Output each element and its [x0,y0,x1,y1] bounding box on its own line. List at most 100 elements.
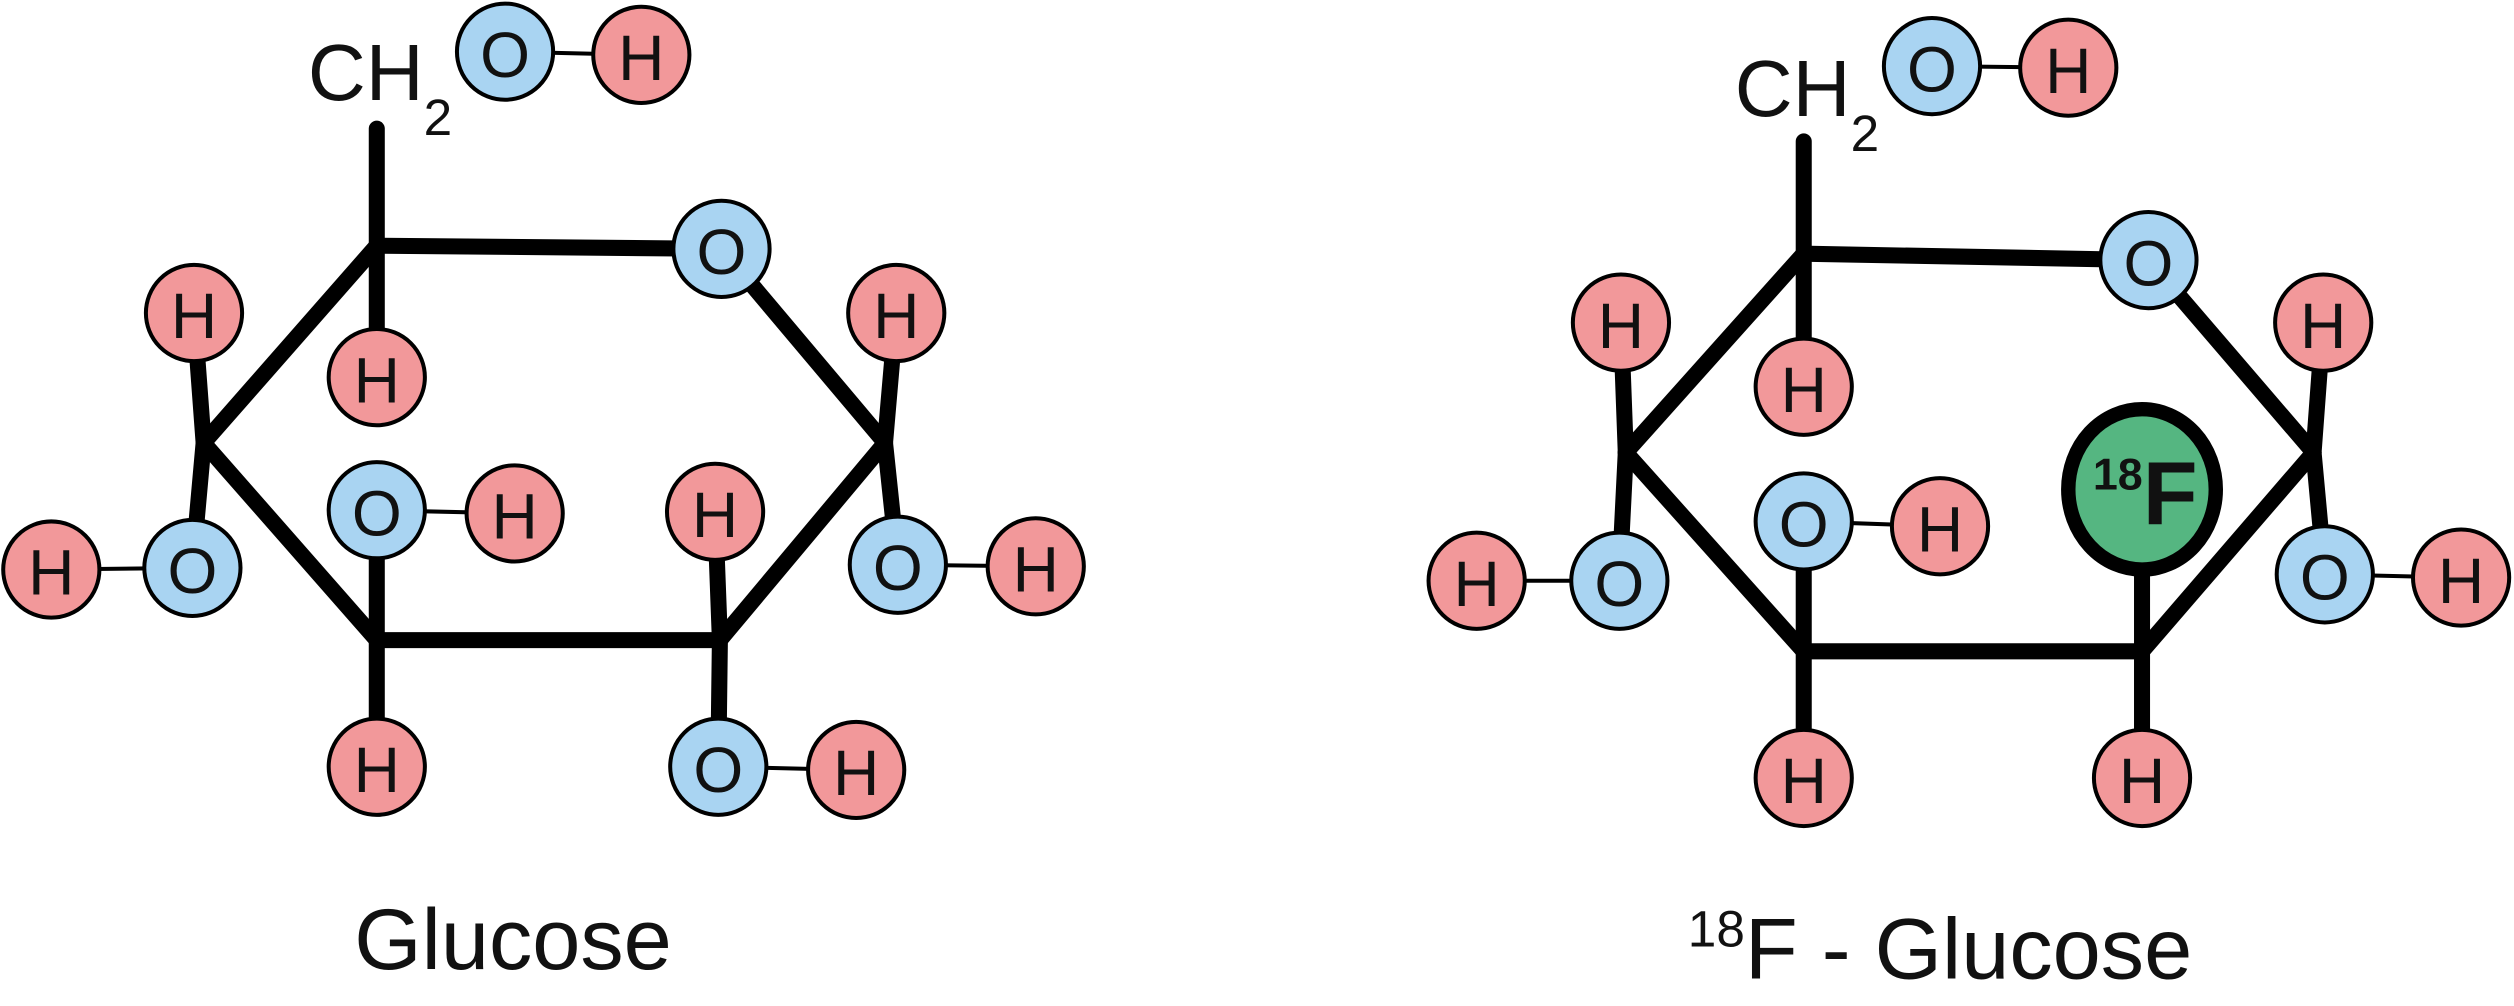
ring-oxygen-circle [2098,209,2199,311]
o-atom: O [1569,530,1670,631]
fluorine-symbol: 18F [2093,445,2198,545]
fluorine-18-atom: 18F [2061,401,2223,577]
o-atom-symbol: O [693,734,743,806]
ring-bond [1617,245,1812,461]
ring-bond [368,237,730,257]
h-atom: H [1570,272,1672,373]
ch2-label: CH2 [1735,43,1879,162]
h-atom: H [143,262,245,364]
ring-bond [195,237,385,451]
o-atom-symbol: O [480,19,530,91]
ring-oxygen: O [671,198,772,299]
h-atom-circle [464,463,565,564]
h-atom: H [2273,272,2374,373]
ring-oxygen-symbol: O [697,216,747,288]
h-atom-circle [985,516,1086,617]
h-atom-circle [591,4,692,105]
fdg-title: 18F - Glucose [1688,900,2192,997]
ring-bond [2134,444,2322,660]
h-atom-symbol: H [1917,493,1963,565]
h-atom: H [326,327,427,428]
o-atom-circle [1753,471,1854,572]
h-atom-circle [806,719,907,821]
h-atom-circle [1570,272,1672,373]
o-atom-circle [1881,15,1983,117]
o-atom-circle [847,514,948,615]
h-atom-circle [326,327,427,428]
h-atom-symbol: H [28,537,74,609]
fluorine-circle [2061,401,2223,577]
h-atom-circle [1889,476,1991,577]
ring-oxygen-symbol: O [2123,227,2173,299]
ch2-label: CH2 [308,27,452,146]
o-atom-circle [2274,524,2375,625]
h-atom-circle [143,262,245,364]
h-atom-circle [2273,272,2374,373]
o-atom-circle [1569,530,1670,631]
o-atom-circle [142,517,243,619]
h-atom-symbol: H [2119,745,2165,817]
h-atom-circle [2410,527,2512,628]
ring-bond [711,434,894,649]
h-atom: H [1889,476,1991,577]
o-atom-symbol: O [167,535,217,607]
o-atom-symbol: O [352,477,402,549]
h-atom-circle [1753,727,1854,829]
o-atom-symbol: O [1907,33,1957,105]
h-atom: H [1426,530,1527,631]
h-atom-circle [2018,17,2119,118]
o-atom: O [2274,524,2375,625]
h-atom-symbol: H [692,479,738,551]
ring-oxygen-circle [671,198,772,299]
h-atom-circle [326,716,427,817]
o-atom: O [668,716,769,817]
h-atom: H [2091,727,2193,829]
o-atom-circle [454,1,556,102]
o-atom: O [326,460,427,561]
o-atom-symbol: O [1594,548,1644,620]
h-atom: H [326,716,427,817]
glucose-title: Glucose [354,892,672,988]
h-atom: H [1753,727,1854,829]
h-atom: H [464,463,565,564]
o-atom-symbol: O [2300,542,2350,614]
h-atom-symbol: H [2045,35,2091,107]
h-atom-symbol: H [833,737,879,809]
h-atom-symbol: H [1781,354,1827,426]
h-atom: H [2410,527,2512,628]
h-atom: H [806,719,907,821]
o-atom-symbol: O [873,532,923,604]
h-atom-symbol: H [354,734,400,806]
h-atom-symbol: H [1598,290,1644,362]
h-atom: H [664,461,766,562]
o-atom: O [454,1,556,102]
o-atom-symbol: O [1779,489,1829,561]
h-atom-circle [1753,336,1854,437]
ring-bond [1617,444,1812,660]
h-atom-symbol: H [2438,545,2484,617]
h-atom-symbol: H [492,481,538,553]
h-atom-symbol: H [2300,290,2346,362]
h-atom-symbol: H [1453,548,1499,620]
h-atom-symbol: H [1781,745,1827,817]
h-atom-symbol: H [171,280,217,352]
h-atom-circle [2091,727,2193,829]
h-atom-symbol: H [1013,534,1059,606]
h-atom-circle [664,461,766,562]
h-atom: H [2018,17,2119,118]
h-atom: H [1,519,102,620]
o-atom-circle [326,460,427,561]
o-atom: O [847,514,948,615]
h-atom: H [1753,336,1854,437]
ring-bond [195,434,385,649]
h-atom: H [591,4,692,105]
h-atom-symbol: H [354,344,400,416]
ring-oxygen: O [2098,209,2199,311]
h-atom-symbol: H [873,280,919,352]
h-atom-symbol: H [618,22,664,94]
